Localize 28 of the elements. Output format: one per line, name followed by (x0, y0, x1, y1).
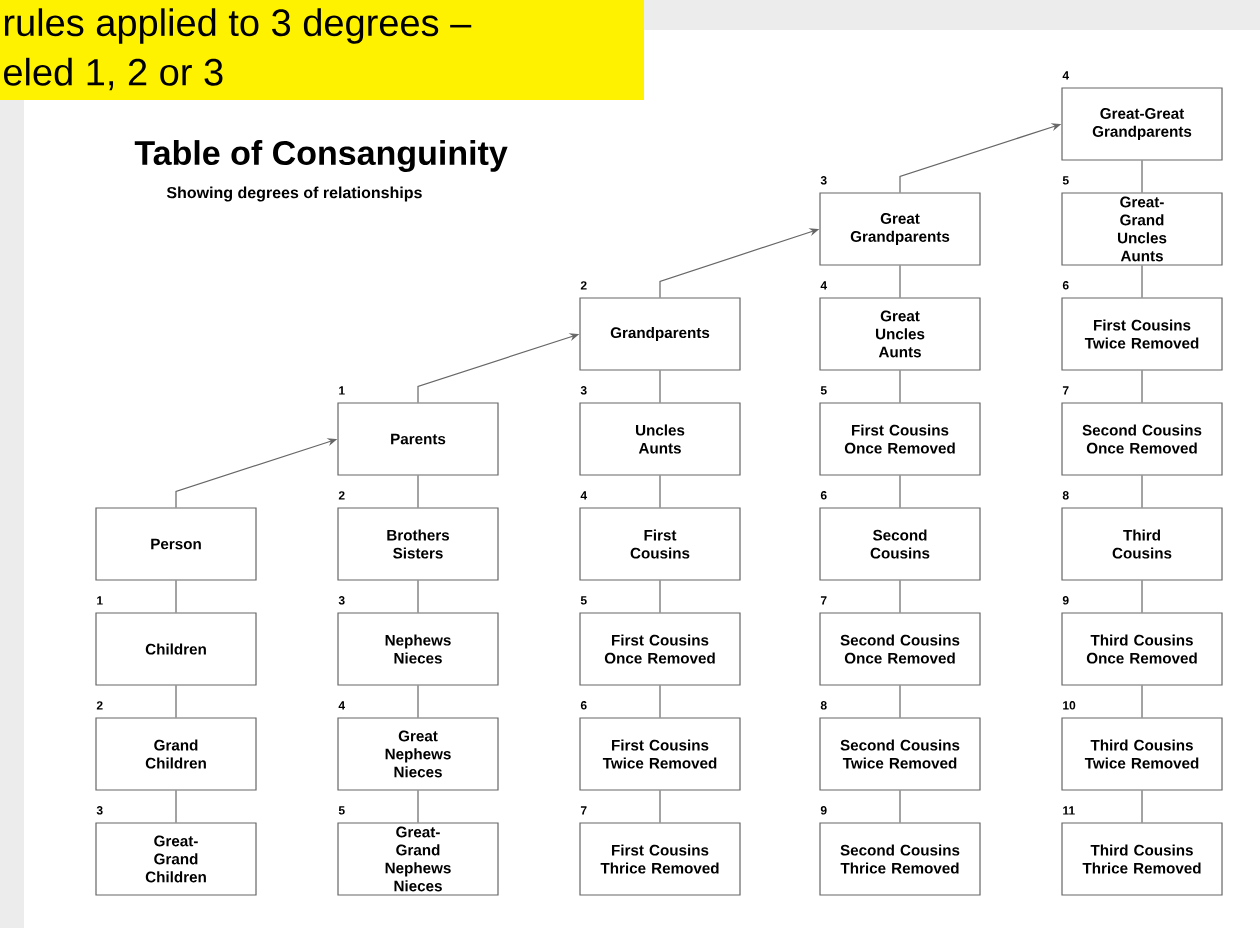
connector-line (659, 790, 661, 823)
connector-line (659, 475, 661, 508)
connector-line (659, 685, 661, 718)
title: Table of Consanguinity (134, 140, 508, 172)
connector-line (659, 580, 661, 613)
connector-line (899, 475, 901, 508)
connector-line (1141, 160, 1143, 193)
note-banner: rules applied to 3 degrees – eled 1, 2 or 3 (0, 0, 644, 100)
connector-line (417, 685, 419, 718)
connector-line (899, 685, 901, 718)
connector-line (1141, 475, 1143, 508)
connector-line (899, 370, 901, 403)
connector-line (417, 790, 419, 823)
connector-line (1141, 265, 1143, 298)
connector-line (1141, 580, 1143, 613)
connector-line (899, 580, 901, 613)
connector-line (1141, 790, 1143, 823)
connector-line (1141, 685, 1143, 718)
connector-line (1141, 370, 1143, 403)
connector-line (899, 265, 901, 298)
connector-line (175, 685, 177, 718)
connector-line (175, 790, 177, 823)
connector-line (899, 790, 901, 823)
subtitle: Showing degrees of relationships (166, 186, 422, 202)
connector-line (659, 370, 661, 403)
connector-line (417, 475, 419, 508)
connector-line (175, 580, 177, 613)
connector-line (417, 580, 419, 613)
